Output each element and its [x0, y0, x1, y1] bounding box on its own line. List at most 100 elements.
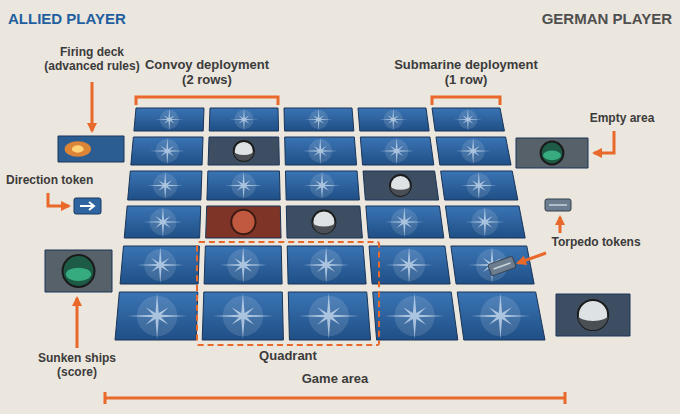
card-face: [451, 246, 534, 284]
blue-card: [134, 108, 204, 131]
moon: [234, 141, 254, 161]
green-dial: [63, 255, 95, 287]
compass-star: [299, 293, 359, 339]
card-face: [206, 206, 281, 238]
card-face: [128, 171, 202, 200]
compass-star: [470, 293, 530, 339]
leader-arrow: [91, 82, 94, 131]
part-label: Empty area: [590, 112, 655, 126]
compass-star: [143, 207, 183, 238]
moon: [312, 210, 335, 233]
cards: [45, 108, 630, 340]
part-label: Sunken ships (score): [30, 352, 124, 380]
flame-core: [72, 145, 84, 152]
green-card: [516, 138, 588, 168]
blue-card: [369, 246, 450, 284]
zone-label: Convoy deployment (2 rows): [141, 58, 273, 88]
card-face: [115, 292, 198, 340]
card-face: [208, 137, 279, 165]
card-face: [202, 292, 283, 340]
compass-star: [147, 172, 183, 200]
moon-shadow: [578, 315, 608, 330]
green-dial: [541, 142, 564, 165]
quadrant-label: Quadrant: [198, 348, 378, 363]
card-face: [286, 206, 362, 238]
compass-star: [379, 138, 414, 165]
green-glow: [66, 268, 91, 281]
compass-star: [454, 108, 483, 130]
player-heading: ALLIED PLAYER: [8, 10, 126, 27]
blue-card: [457, 292, 545, 340]
token-body: [488, 256, 517, 276]
card-face: [120, 246, 199, 284]
red-card: [206, 206, 281, 238]
moon-card: [556, 294, 630, 336]
card-face: [516, 138, 588, 168]
card-face: [445, 206, 525, 238]
bracket: [136, 97, 278, 105]
blue-card: [120, 246, 199, 284]
card-face: [209, 108, 278, 131]
blue-card: [432, 108, 504, 131]
blue-card: [284, 108, 354, 131]
compass-star: [304, 172, 340, 200]
card-face: [441, 171, 518, 200]
blue-card: [285, 137, 357, 165]
card-face: [45, 250, 112, 292]
blue-card: [360, 137, 433, 165]
compass-star: [465, 207, 505, 238]
moon-shadow: [312, 222, 335, 234]
game-area-bar: [105, 392, 565, 404]
card-face: [134, 108, 204, 131]
card-face: [366, 206, 444, 238]
compass-star: [385, 247, 432, 283]
blue-card: [441, 171, 518, 200]
compass-star: [137, 247, 184, 283]
moon: [390, 175, 411, 196]
leader-arrow: [518, 253, 546, 263]
moon-shadow: [234, 151, 254, 161]
blue-card: [288, 292, 370, 340]
blue-card: [115, 292, 198, 340]
card-face: [360, 137, 433, 165]
card-face: [436, 137, 511, 165]
card-face: [369, 246, 450, 284]
card-face: [363, 171, 439, 200]
card-face: [131, 137, 203, 165]
compass-star: [230, 108, 259, 130]
blue-card: [373, 292, 458, 340]
card-face: [373, 292, 458, 340]
part-label: Direction token: [6, 174, 93, 188]
part-label: Torpedo tokens: [551, 236, 640, 250]
compass-star: [219, 247, 266, 283]
moon-card: [363, 171, 439, 200]
compass-star: [303, 138, 338, 165]
torpedo-token: [488, 256, 517, 276]
green-card: [45, 250, 112, 292]
card-face: [457, 292, 545, 340]
leader-arrow: [594, 131, 614, 153]
blue-card: [366, 206, 444, 238]
token-mark: [494, 263, 511, 269]
token-mark: [549, 204, 567, 206]
blue-card: [451, 246, 534, 284]
leader-arrow: [48, 193, 69, 206]
compass-star: [213, 293, 273, 339]
compass-star: [226, 172, 262, 200]
flame: [65, 141, 91, 157]
compass-star: [155, 108, 184, 130]
card-face: [58, 136, 124, 162]
card-face: [358, 108, 429, 131]
card-face: [287, 246, 366, 284]
player-heading: GERMAN PLAYER: [542, 10, 672, 27]
compass-star: [302, 247, 349, 283]
part-label: Firing deck (advanced rules): [42, 46, 142, 74]
compass-star: [379, 108, 408, 130]
moon-shadow: [390, 186, 411, 196]
blue-card: [209, 108, 278, 131]
blue-card: [202, 292, 283, 340]
card-face: [432, 108, 504, 131]
red-dial: [231, 210, 255, 234]
green-glow: [543, 151, 561, 161]
compass-star: [385, 293, 445, 339]
